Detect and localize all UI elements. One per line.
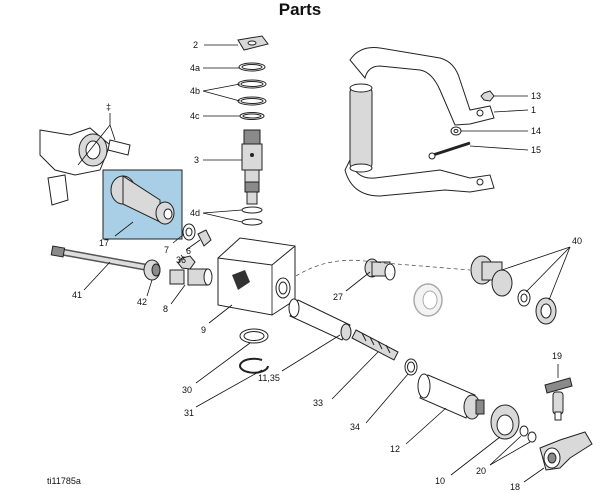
callout-14: 14 <box>531 126 541 136</box>
part-15-pin <box>428 141 471 160</box>
callout-13: 13 <box>531 91 541 101</box>
callout-31: 31 <box>184 408 194 418</box>
part-13-nut <box>480 90 495 102</box>
callout-4b: 4b <box>190 86 200 96</box>
ghost-ring <box>413 283 443 317</box>
callout-labels: 2 4a 4b 4c 3 4d 13 1 14 15 ‡ 17 7 36 6 4… <box>47 40 582 492</box>
part-20-seals <box>519 425 537 443</box>
callout-9: 9 <box>201 325 206 335</box>
part-41-hose <box>50 245 151 272</box>
part-4a-oring <box>238 62 266 72</box>
callout-8: 8 <box>163 304 168 314</box>
part-10-guard <box>490 404 520 440</box>
callout-34: 34 <box>350 422 360 432</box>
assembly-dashed-line <box>295 259 471 277</box>
part-4d-orings <box>241 206 263 226</box>
part-1-handle <box>344 47 495 197</box>
part-2-cap <box>237 35 269 51</box>
part-19-tip <box>544 377 573 421</box>
part-3-valve-stem <box>241 129 263 205</box>
callout-40: 40 <box>572 236 582 246</box>
callout-41: 41 <box>72 290 82 300</box>
part-12-housing <box>417 373 485 420</box>
page-title: Parts <box>278 0 322 19</box>
part-4b-orings <box>237 79 267 106</box>
callout-27: 27 <box>333 292 343 302</box>
part-40-seal-set <box>470 255 557 325</box>
callout-42: 42 <box>137 297 147 307</box>
callout-33: 33 <box>313 398 323 408</box>
callout-4d: 4d <box>190 208 200 218</box>
callout-3: 3 <box>194 155 199 165</box>
callout-11-35: 11,35 <box>258 373 280 383</box>
part-30-snap-ring <box>239 328 269 344</box>
callout-36: 36 <box>176 255 186 265</box>
part-6-fitting <box>197 229 212 247</box>
leader-lines <box>77 44 571 483</box>
callout-4a: 4a <box>190 63 200 73</box>
part-14-washer <box>450 126 462 136</box>
part-8-fitting <box>169 268 213 286</box>
part-31-retaining-clip <box>239 357 269 374</box>
callout-15: 15 <box>531 145 541 155</box>
callout-4c: 4c <box>190 111 200 121</box>
callout-12: 12 <box>390 444 400 454</box>
part-4c-oring <box>239 112 265 120</box>
callout-2: 2 <box>193 40 198 50</box>
callout-18: 18 <box>510 482 520 492</box>
callout-17: 17 <box>99 238 109 248</box>
part-9-manifold-block <box>217 237 296 316</box>
part-gun-body <box>39 127 131 206</box>
callout-10: 10 <box>435 476 445 486</box>
part-18-tip-guard <box>539 431 593 471</box>
callout-dagger: ‡ <box>106 102 111 112</box>
callout-19: 19 <box>552 351 562 361</box>
callout-20: 20 <box>476 466 486 476</box>
part-17-highlight <box>102 169 183 240</box>
figure-id: ti11785a <box>47 476 81 486</box>
callout-7: 7 <box>164 245 169 255</box>
part-42-fitting <box>143 259 161 281</box>
part-7-washer <box>182 223 196 241</box>
part-11-35-tube <box>288 298 352 341</box>
callout-1: 1 <box>531 105 536 115</box>
part-34-oring <box>404 358 418 376</box>
callout-30: 30 <box>182 385 192 395</box>
part-33-spring-rod <box>351 329 399 361</box>
callout-6: 6 <box>186 246 191 256</box>
part-27-cartridge <box>364 258 396 281</box>
